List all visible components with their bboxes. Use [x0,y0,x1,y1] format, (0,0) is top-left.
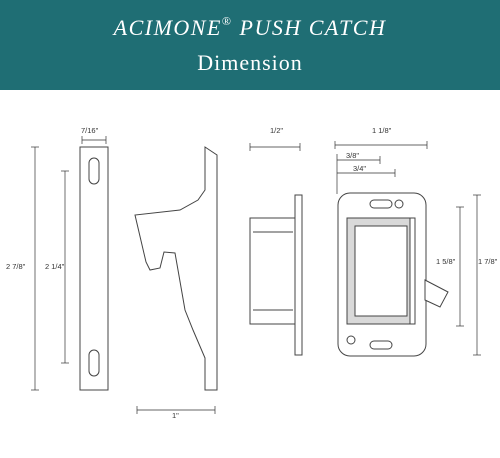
page-subtitle: Dimension [197,50,303,75]
screw-hole-top [394,199,404,209]
dim-front-body-height: 1 5/8" [436,257,456,266]
screw-hole-bottom [346,335,356,345]
dim-front-width: 1 1/8" [372,126,392,135]
brand-name: ACIMONE [113,15,222,40]
dim-front-total-height: 1 7/8" [478,257,498,266]
registered-mark: ® [221,14,233,28]
catch-roller [424,279,449,308]
front-slot-bottom [369,340,393,350]
catch-side-view [249,194,303,356]
plate-slot-bottom [88,349,100,377]
strike-plate [79,146,109,391]
dim-front-offset-small: 3/8" [346,151,359,160]
dim-plate-height: 2 7/8" [6,262,26,271]
brand-title: ACIMONE® PUSH CATCH [0,14,500,41]
side-body [249,217,296,325]
hook-profile [134,146,218,391]
dim-side-depth: 1/2" [270,126,283,135]
front-slot-top [369,199,393,209]
catch-front-view [337,192,449,357]
product-name: PUSH CATCH [239,15,387,40]
dim-front-offset-large: 3/4" [353,164,366,173]
header-banner: ACIMONE® PUSH CATCH Dimension [0,0,500,90]
dimension-drawing: 7/16" 2 7/8" 2 1/4" 1" 1/2" 1 1/8" 3/8" … [6,126,498,420]
dim-plate-hole-spacing: 2 1/4" [45,262,65,271]
dim-hook-width: 1" [172,411,179,420]
side-flange [294,194,303,356]
plate-slot-top [88,157,100,185]
dim-plate-width: 7/16" [81,126,99,135]
